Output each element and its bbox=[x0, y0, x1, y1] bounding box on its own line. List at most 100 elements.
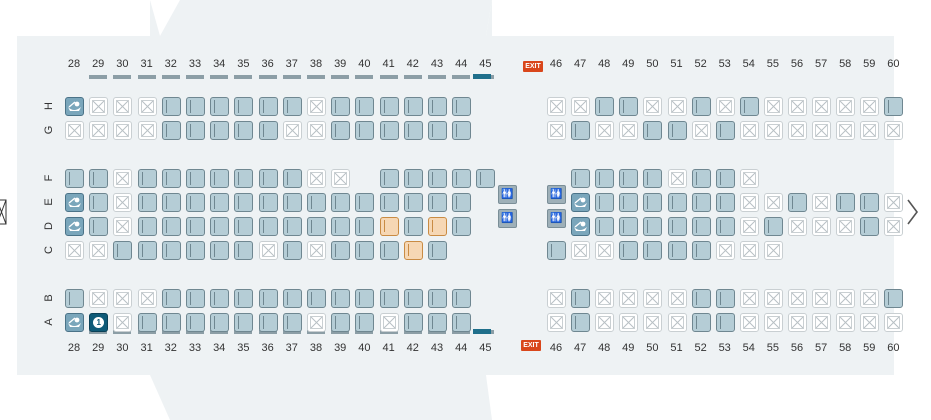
seat-available[interactable] bbox=[428, 193, 447, 212]
seat-available[interactable] bbox=[258, 97, 278, 116]
seat-available[interactable] bbox=[403, 289, 423, 308]
seat-available[interactable] bbox=[643, 121, 663, 140]
seat-available[interactable] bbox=[691, 241, 711, 260]
seat-available[interactable] bbox=[282, 313, 302, 332]
seat-available[interactable] bbox=[210, 241, 230, 260]
seat-available[interactable] bbox=[619, 97, 639, 116]
seat-available[interactable] bbox=[234, 313, 254, 332]
seat-available[interactable] bbox=[571, 121, 591, 140]
seat-available[interactable] bbox=[379, 169, 399, 188]
seat-available[interactable] bbox=[331, 241, 351, 260]
seat-available[interactable] bbox=[234, 193, 254, 212]
seat-bassinet[interactable] bbox=[571, 193, 591, 212]
seat-available[interactable] bbox=[210, 121, 230, 140]
seat-available[interactable] bbox=[307, 289, 326, 308]
seat-available[interactable] bbox=[452, 193, 472, 212]
seat-available[interactable] bbox=[258, 313, 278, 332]
seat-available[interactable] bbox=[137, 217, 157, 236]
seat-available[interactable] bbox=[282, 289, 302, 308]
seat-available[interactable] bbox=[763, 217, 783, 236]
seat-available[interactable] bbox=[547, 241, 566, 260]
seat-available[interactable] bbox=[137, 241, 157, 260]
seat-available[interactable] bbox=[137, 313, 157, 332]
seat-available[interactable] bbox=[137, 193, 157, 212]
seat-available[interactable] bbox=[379, 289, 399, 308]
seat-available[interactable] bbox=[65, 169, 84, 188]
seat-available[interactable] bbox=[234, 217, 254, 236]
seat-available[interactable] bbox=[403, 169, 423, 188]
seat-available[interactable] bbox=[355, 241, 375, 260]
seat-available[interactable] bbox=[715, 313, 735, 332]
seat-available[interactable] bbox=[379, 97, 399, 116]
seat-available[interactable] bbox=[161, 241, 181, 260]
seat-available[interactable] bbox=[258, 169, 278, 188]
seat-available[interactable] bbox=[403, 121, 423, 140]
seat-premium[interactable] bbox=[379, 217, 399, 236]
seat-available[interactable] bbox=[619, 169, 639, 188]
seat-available[interactable] bbox=[691, 289, 711, 308]
seat-available[interactable] bbox=[282, 241, 302, 260]
seat-available[interactable] bbox=[595, 217, 615, 236]
seat-available[interactable] bbox=[715, 169, 735, 188]
seat-bassinet[interactable] bbox=[65, 313, 84, 332]
seat-available[interactable] bbox=[65, 289, 84, 308]
seat-available[interactable] bbox=[643, 217, 663, 236]
seat-available[interactable] bbox=[282, 217, 302, 236]
seat-available[interactable] bbox=[452, 121, 472, 140]
seat-available[interactable] bbox=[452, 289, 472, 308]
seat-available[interactable] bbox=[355, 121, 375, 140]
seat-available[interactable] bbox=[186, 169, 205, 188]
seat-available[interactable] bbox=[403, 217, 423, 236]
seat-available[interactable] bbox=[186, 193, 205, 212]
seat-available[interactable] bbox=[403, 193, 423, 212]
seat-available[interactable] bbox=[331, 289, 351, 308]
seat-available[interactable] bbox=[161, 193, 181, 212]
seat-available[interactable] bbox=[258, 289, 278, 308]
seat-available[interactable] bbox=[234, 169, 254, 188]
seat-bassinet[interactable] bbox=[571, 217, 591, 236]
seat-available[interactable] bbox=[788, 193, 807, 212]
seat-available[interactable] bbox=[860, 193, 880, 212]
seat-available[interactable] bbox=[234, 121, 254, 140]
seat-available[interactable] bbox=[379, 241, 399, 260]
seat-available[interactable] bbox=[619, 217, 639, 236]
seat-available[interactable] bbox=[691, 169, 711, 188]
seat-available[interactable] bbox=[403, 97, 423, 116]
seat-available[interactable] bbox=[282, 193, 302, 212]
seat-available[interactable] bbox=[331, 217, 351, 236]
seat-available[interactable] bbox=[234, 289, 254, 308]
seat-available[interactable] bbox=[667, 217, 687, 236]
seat-available[interactable] bbox=[210, 97, 230, 116]
seat-available[interactable] bbox=[595, 169, 615, 188]
seat-available[interactable] bbox=[884, 289, 904, 308]
seat-available[interactable] bbox=[210, 169, 230, 188]
seat-available[interactable] bbox=[331, 313, 351, 332]
seat-available[interactable] bbox=[667, 193, 687, 212]
seat-available[interactable] bbox=[113, 241, 133, 260]
seat-available[interactable] bbox=[452, 217, 472, 236]
seat-available[interactable] bbox=[715, 289, 735, 308]
seat-available[interactable] bbox=[403, 313, 423, 332]
seat-available[interactable] bbox=[476, 169, 496, 188]
seat-available[interactable] bbox=[161, 313, 181, 332]
seat-available[interactable] bbox=[571, 169, 591, 188]
seat-available[interactable] bbox=[715, 217, 735, 236]
seat-available[interactable] bbox=[739, 97, 759, 116]
seat-available[interactable] bbox=[691, 313, 711, 332]
seat-available[interactable] bbox=[186, 289, 205, 308]
seat-available[interactable] bbox=[428, 241, 447, 260]
seat-available[interactable] bbox=[234, 97, 254, 116]
seat-selected[interactable]: 1 bbox=[89, 313, 109, 332]
seat-available[interactable] bbox=[691, 217, 711, 236]
seat-bassinet[interactable] bbox=[65, 193, 84, 212]
seat-available[interactable] bbox=[595, 97, 615, 116]
seat-available[interactable] bbox=[860, 217, 880, 236]
seat-available[interactable] bbox=[161, 217, 181, 236]
seat-available[interactable] bbox=[355, 97, 375, 116]
seat-available[interactable] bbox=[307, 217, 326, 236]
seat-available[interactable] bbox=[379, 121, 399, 140]
seat-available[interactable] bbox=[258, 121, 278, 140]
seat-available[interactable] bbox=[282, 169, 302, 188]
seat-available[interactable] bbox=[428, 289, 447, 308]
seat-available[interactable] bbox=[643, 241, 663, 260]
